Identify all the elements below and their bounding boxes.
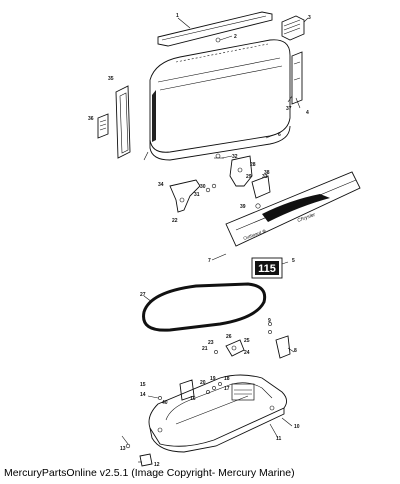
callout-24: 24 [244,350,250,356]
callout-29: 29 [246,174,252,180]
side-decal: Outboard ⊕ Chrysler [225,171,361,247]
callout-27: 27 [140,292,146,298]
latch-block [281,15,305,41]
callout-11: 11 [276,436,282,442]
callout-13: 13 [120,446,126,452]
callout-6: 6 [278,132,281,138]
callout-30: 30 [200,184,206,190]
side-bracket-right [291,51,303,105]
side-panel-left [97,85,131,159]
callout-14: 14 [140,392,146,398]
callout-36: 36 [88,116,94,122]
callout-5: 5 [292,258,295,264]
bottom-cowl [148,374,287,453]
callout-32: 32 [232,154,238,160]
image-caption: MercuryPartsOnline v2.5.1 (Image Copyrig… [4,467,295,479]
lower-hardware [125,379,222,467]
callout-23: 23 [208,340,214,346]
mounting-hardware [214,322,291,359]
callout-16: 16 [190,396,196,402]
leader-lines [121,17,309,463]
callout-7: 7 [208,258,211,264]
cowl-seal [142,282,267,332]
callout-19: 19 [210,376,216,382]
callout-28: 28 [250,162,256,168]
callout-38: 38 [264,170,270,176]
callout-37: 37 [286,106,292,112]
callout-26: 26 [226,334,232,340]
top-cowl [149,11,291,161]
callout-12: 12 [154,462,160,468]
callout-10: 10 [294,424,300,430]
callout-25: 25 [244,338,250,344]
callout-3: 3 [308,15,311,21]
callout-17: 17 [224,386,230,392]
model-number-decal: 115 [251,257,283,279]
callout-35: 35 [108,76,114,82]
callout-34: 34 [158,182,164,188]
callout-numbers: 1 2 3 4 5 6 7 8 9 10 11 12 13 14 15 16 1… [88,13,311,468]
callout-40: 40 [162,400,168,406]
decal-brand-text: Chrysler [297,212,317,224]
callout-15: 15 [140,382,146,388]
callout-22: 22 [172,218,178,224]
decal-series-text: Outboard ⊕ [243,228,267,241]
callout-21: 21 [202,346,208,352]
callout-8: 8 [294,348,297,354]
callout-18: 18 [224,376,230,382]
callout-9: 9 [268,318,271,324]
callout-33: 33 [262,174,268,180]
model-number-text: 115 [258,263,276,275]
callout-4: 4 [306,110,309,116]
callout-31: 31 [194,192,200,198]
callout-20: 20 [200,380,206,386]
callout-1: 1 [176,13,179,19]
callout-39: 39 [240,204,246,210]
latch-linkage [169,155,271,213]
callout-2: 2 [234,34,237,40]
